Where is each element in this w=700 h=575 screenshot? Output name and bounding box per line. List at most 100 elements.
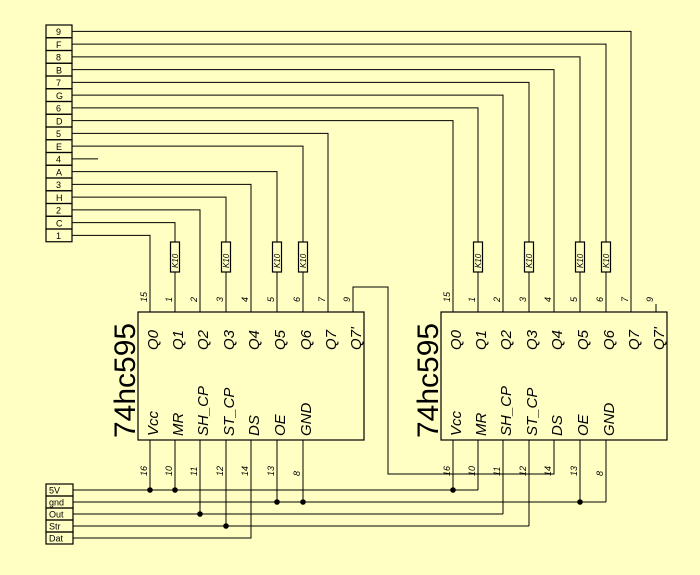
bottom-pin-name: DS [549,415,566,436]
segment-wire [72,132,329,304]
top-pin-name: Q7 [323,329,340,350]
top-connector-label: A [56,167,62,177]
bottom-pin-number: 13 [569,466,579,476]
resistor-label: K10 [602,253,611,268]
resistor-label: K10 [222,253,231,268]
segment-wire [72,234,151,304]
top-pin-number: 6 [595,297,605,302]
top-connector-label: 4 [56,155,61,165]
top-pin-number: 5 [266,296,276,302]
top-pin-number: 7 [620,296,630,302]
top-pin-name: Q2 [498,329,515,350]
bottom-pin-name: OE [575,413,592,436]
bottom-connector-label: Dat [49,534,64,544]
bottom-connector-label: Out [49,510,64,520]
top-pin-name: Q4 [549,330,566,350]
top-pin-number: 4 [240,297,250,302]
top-pin-number: 1 [467,297,477,302]
top-pin-name: Q7' [348,326,365,350]
top-connector-label: B [56,65,62,75]
bottom-pin-number: 11 [189,467,199,476]
segment-wire [72,94,504,304]
segment-wire [72,145,304,242]
top-connector-label: F [56,40,62,50]
top-pin-number: 15 [139,291,149,302]
junction-dot [300,499,306,505]
resistor-label: K10 [299,253,308,268]
junction-dot [450,487,456,493]
bottom-pin-name: Vcc [448,410,465,436]
top-pin-name: Q7 [626,329,643,350]
top-pin-name: Q3 [524,329,541,350]
chip-name: 74hc595 [109,323,142,438]
segment-wire [72,56,581,242]
top-pin-name: Q6 [601,329,618,350]
bottom-connector-label: gnd [49,498,64,508]
top-pin-name: Q0 [448,329,465,350]
junction-dot [147,487,153,493]
bottom-pin-name: Vcc [145,410,162,436]
top-connector-label: E [56,142,62,152]
top-pin-name: Q5 [575,329,592,350]
bottom-pin-number: 14 [543,466,553,476]
bottom-pin-name: GND [601,403,618,437]
top-connector-label: C [56,218,63,228]
top-pin-name: Q2 [195,329,212,350]
top-pin-number: 7 [317,296,327,302]
segment-wire [72,196,227,242]
top-pin-name: Q1 [170,330,187,350]
bottom-pin-number: 13 [266,466,276,476]
segment-wire [72,120,454,304]
daisy-chain-wire [352,286,555,475]
bottom-connector-label: Str [49,522,61,532]
bottom-pin-number: 12 [215,466,225,476]
top-pin-name: Q0 [145,329,162,350]
bottom-pin-number: 14 [240,466,250,476]
bottom-pin-number: 11 [492,467,502,476]
bottom-pin-number: 12 [518,466,528,476]
bottom-pin-name: SH_CP [195,386,212,436]
top-pin-number: 3 [518,297,528,302]
top-pin-number: 5 [569,296,579,302]
bottom-connector-label: 5V [49,486,60,496]
bottom-pin-name: ST_CP [221,388,238,436]
bottom-pin-name: OE [272,413,289,436]
top-pin-name: Q1 [473,330,490,350]
bottom-pin-number: 8 [595,471,605,476]
junction-dot [172,487,178,493]
bottom-pin-name: GND [298,403,315,437]
bottom-pin-name: MR [170,413,187,436]
segment-wire [72,69,555,304]
segment-wire [72,43,607,242]
dat-wire [73,450,252,539]
bottom-pin-name: ST_CP [524,388,541,436]
segment-wire [72,81,530,242]
top-pin-name: Q6 [298,329,315,350]
segment-wire [72,183,252,304]
resistor-label: K10 [576,253,585,268]
segment-wire [72,209,201,304]
segment-wire [72,222,176,242]
top-pin-name: Q5 [272,329,289,350]
resistor-label: K10 [474,253,483,268]
junction-dot [274,499,280,505]
bottom-pin-number: 8 [292,471,302,476]
top-pin-number: 1 [164,297,174,302]
resistor-label: K10 [525,253,534,268]
top-pin-number: 2 [189,297,199,303]
bottom-pin-number: 10 [467,466,477,476]
junction-dot [197,511,203,517]
top-pin-number: 9 [342,297,352,302]
top-pin-number: 15 [442,291,452,302]
segment-wire [72,107,479,242]
top-connector-label: G [56,91,63,101]
bottom-pin-number: 16 [442,466,452,476]
top-connector-label: 5 [56,129,61,139]
top-pin-number: 3 [215,297,225,302]
bottom-pin-name: DS [246,415,263,436]
resistor-label: K10 [273,253,282,268]
top-pin-number: 9 [645,297,655,302]
resistor-label: K10 [171,253,180,268]
top-connector-label: 2 [56,206,61,216]
